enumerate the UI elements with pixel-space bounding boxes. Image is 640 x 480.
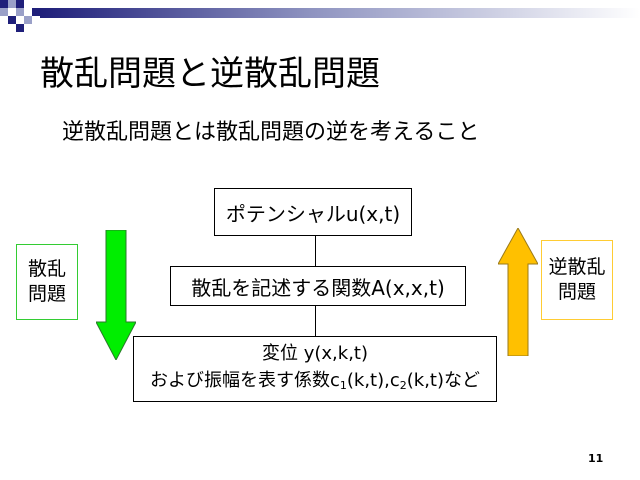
page-number: 11 <box>588 452 604 465</box>
potential-box: ポテンシャルu(x,t) <box>214 188 412 236</box>
displacement-text: 変位 y(x,k,t) <box>262 342 368 364</box>
potential-text: ポテンシャルu(x,t) <box>225 201 401 226</box>
header-decoration <box>0 0 640 32</box>
slide-title: 散乱問題と逆散乱問題 <box>40 54 380 94</box>
up-arrow-icon <box>498 228 538 356</box>
down-arrow-icon <box>96 230 136 360</box>
scattering-function-box: 散乱を記述する関数A(x,x,t) <box>170 266 466 306</box>
inverse-scattering-problem-label: 逆散乱 問題 <box>541 240 613 320</box>
coefficient-text: および振幅を表す係数c1(k,t),c2(k,t)など <box>149 369 481 392</box>
connector-line-top <box>315 236 316 266</box>
displacement-box: 変位 y(x,k,t) および振幅を表す係数c1(k,t),c2(k,t)など <box>133 336 497 402</box>
slide-subtitle: 逆散乱問題とは散乱問題の逆を考えること <box>62 120 480 145</box>
scattering-problem-label: 散乱 問題 <box>16 244 78 320</box>
scattering-function-text: 散乱を記述する関数A(x,x,t) <box>191 275 445 300</box>
connector-line-bottom <box>315 306 316 336</box>
